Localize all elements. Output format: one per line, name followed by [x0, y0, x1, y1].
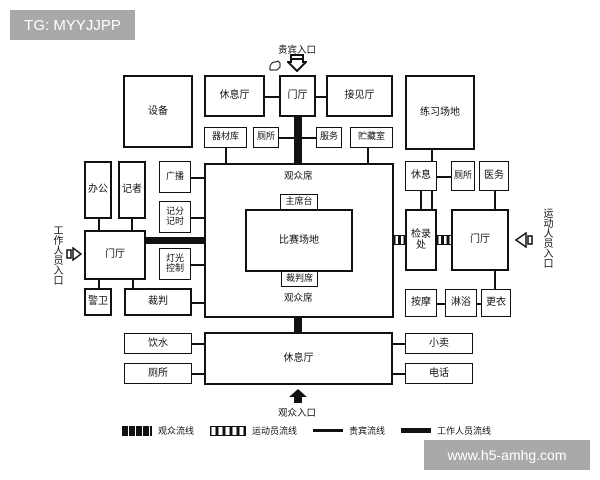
connector: [316, 96, 326, 98]
audience-entrance-label: 观众入口: [278, 408, 317, 419]
connector: [191, 264, 204, 266]
connector: [437, 176, 451, 178]
staff-entrance-arrow-icon: [66, 247, 82, 261]
connector: [192, 302, 204, 304]
connector: [225, 148, 227, 165]
room-guard: 警卫: [84, 288, 112, 316]
athlete-entrance-label: 运动人员入口: [541, 208, 552, 268]
connector: [132, 280, 134, 288]
room-equipment: 设备: [123, 75, 193, 148]
connector: [393, 343, 405, 345]
room-referee: 裁判: [124, 288, 192, 316]
athlete-entrance-arrow-icon: [514, 232, 533, 248]
hand-icon: [269, 60, 281, 71]
room-lobby-right: 门厅: [451, 209, 509, 271]
room-storage: 贮藏室: [350, 127, 393, 148]
connector: [265, 96, 279, 98]
room-toilet-bottom: 厕所: [124, 363, 192, 384]
connector: [302, 137, 316, 139]
room-lounge-bottom: 休息厅: [204, 332, 393, 385]
legend-athlete-flow: 运动员流线: [252, 427, 298, 437]
room-lobby-top: 门厅: [279, 75, 316, 117]
connector: [192, 343, 204, 345]
connector: [191, 217, 204, 219]
room-drinks: 饮水: [124, 333, 192, 354]
audience-flow-line: [294, 318, 302, 332]
connector: [420, 191, 422, 209]
room-broadcast: 广播: [159, 161, 191, 193]
staff-entrance-label: 工作人员入口: [51, 225, 62, 285]
room-massage: 按摩: [405, 289, 437, 317]
vip-entrance-arrow-icon: [287, 54, 307, 72]
connector: [393, 373, 405, 375]
room-reception: 接见厅: [326, 75, 393, 117]
room-lounge-top: 休息厅: [204, 75, 265, 117]
connector: [437, 303, 445, 305]
connector: [98, 280, 100, 288]
connector: [98, 219, 100, 231]
vip-flow-swatch: [313, 429, 344, 432]
connector: [494, 191, 496, 209]
room-phone: 电话: [405, 363, 473, 384]
room-shop: 小卖: [405, 333, 473, 354]
audience-flow-swatch: [122, 425, 152, 436]
rostrum: 主席台: [280, 194, 318, 210]
connector: [477, 303, 481, 305]
audience-seats-top: 观众席: [284, 171, 313, 182]
room-changing: 更衣: [481, 289, 511, 317]
referee-seats: 裁判席: [281, 271, 318, 287]
room-service: 服务: [316, 127, 342, 148]
room-lighting: 灯光 控制: [159, 248, 191, 280]
legend-staff-flow: 工作人员流线: [437, 427, 492, 437]
connector: [367, 148, 369, 165]
connector: [131, 219, 133, 231]
legend: 观众流线 运动员流线 贵宾流线 工作人员流线: [122, 424, 501, 437]
room-rest-right: 休息: [405, 161, 437, 191]
room-shower: 淋浴: [445, 289, 477, 317]
vip-entrance-label: 贵宾入口: [278, 45, 317, 56]
watermark-top-left: TG: MYYJJPP: [10, 10, 135, 40]
legend-audience-flow: 观众流线: [158, 427, 195, 437]
room-lobby-left: 门厅: [84, 230, 146, 280]
room-toilet-right: 厕所: [451, 161, 475, 191]
connector: [192, 373, 204, 375]
room-storage-gear: 器材库: [204, 127, 247, 148]
athlete-flow-swatch: [210, 425, 247, 436]
connector: [494, 271, 496, 289]
room-scoring: 记分 记时: [159, 201, 191, 233]
room-press: 记者: [118, 161, 146, 219]
audience-seats-bottom: 观众席: [284, 293, 313, 304]
audience-entrance-arrow-icon: [289, 389, 307, 403]
room-office: 办公: [84, 161, 112, 219]
connector: [279, 137, 294, 139]
room-toilet-top: 厕所: [253, 127, 279, 148]
room-medical: 医务: [479, 161, 509, 191]
legend-vip-flow: 贵宾流线: [349, 427, 386, 437]
room-practice: 练习场地: [405, 75, 475, 150]
room-doping: 检录 处: [405, 209, 437, 271]
arena: 比赛场地: [245, 209, 353, 272]
staff-flow-line: [146, 237, 204, 244]
staff-flow-swatch: [401, 428, 432, 433]
watermark-bottom-right: www.h5-amhg.com: [424, 440, 590, 470]
connector: [191, 177, 204, 179]
athlete-flow-left: [394, 235, 405, 245]
athlete-flow-right: [437, 235, 451, 245]
vip-flow-line: [294, 117, 302, 165]
